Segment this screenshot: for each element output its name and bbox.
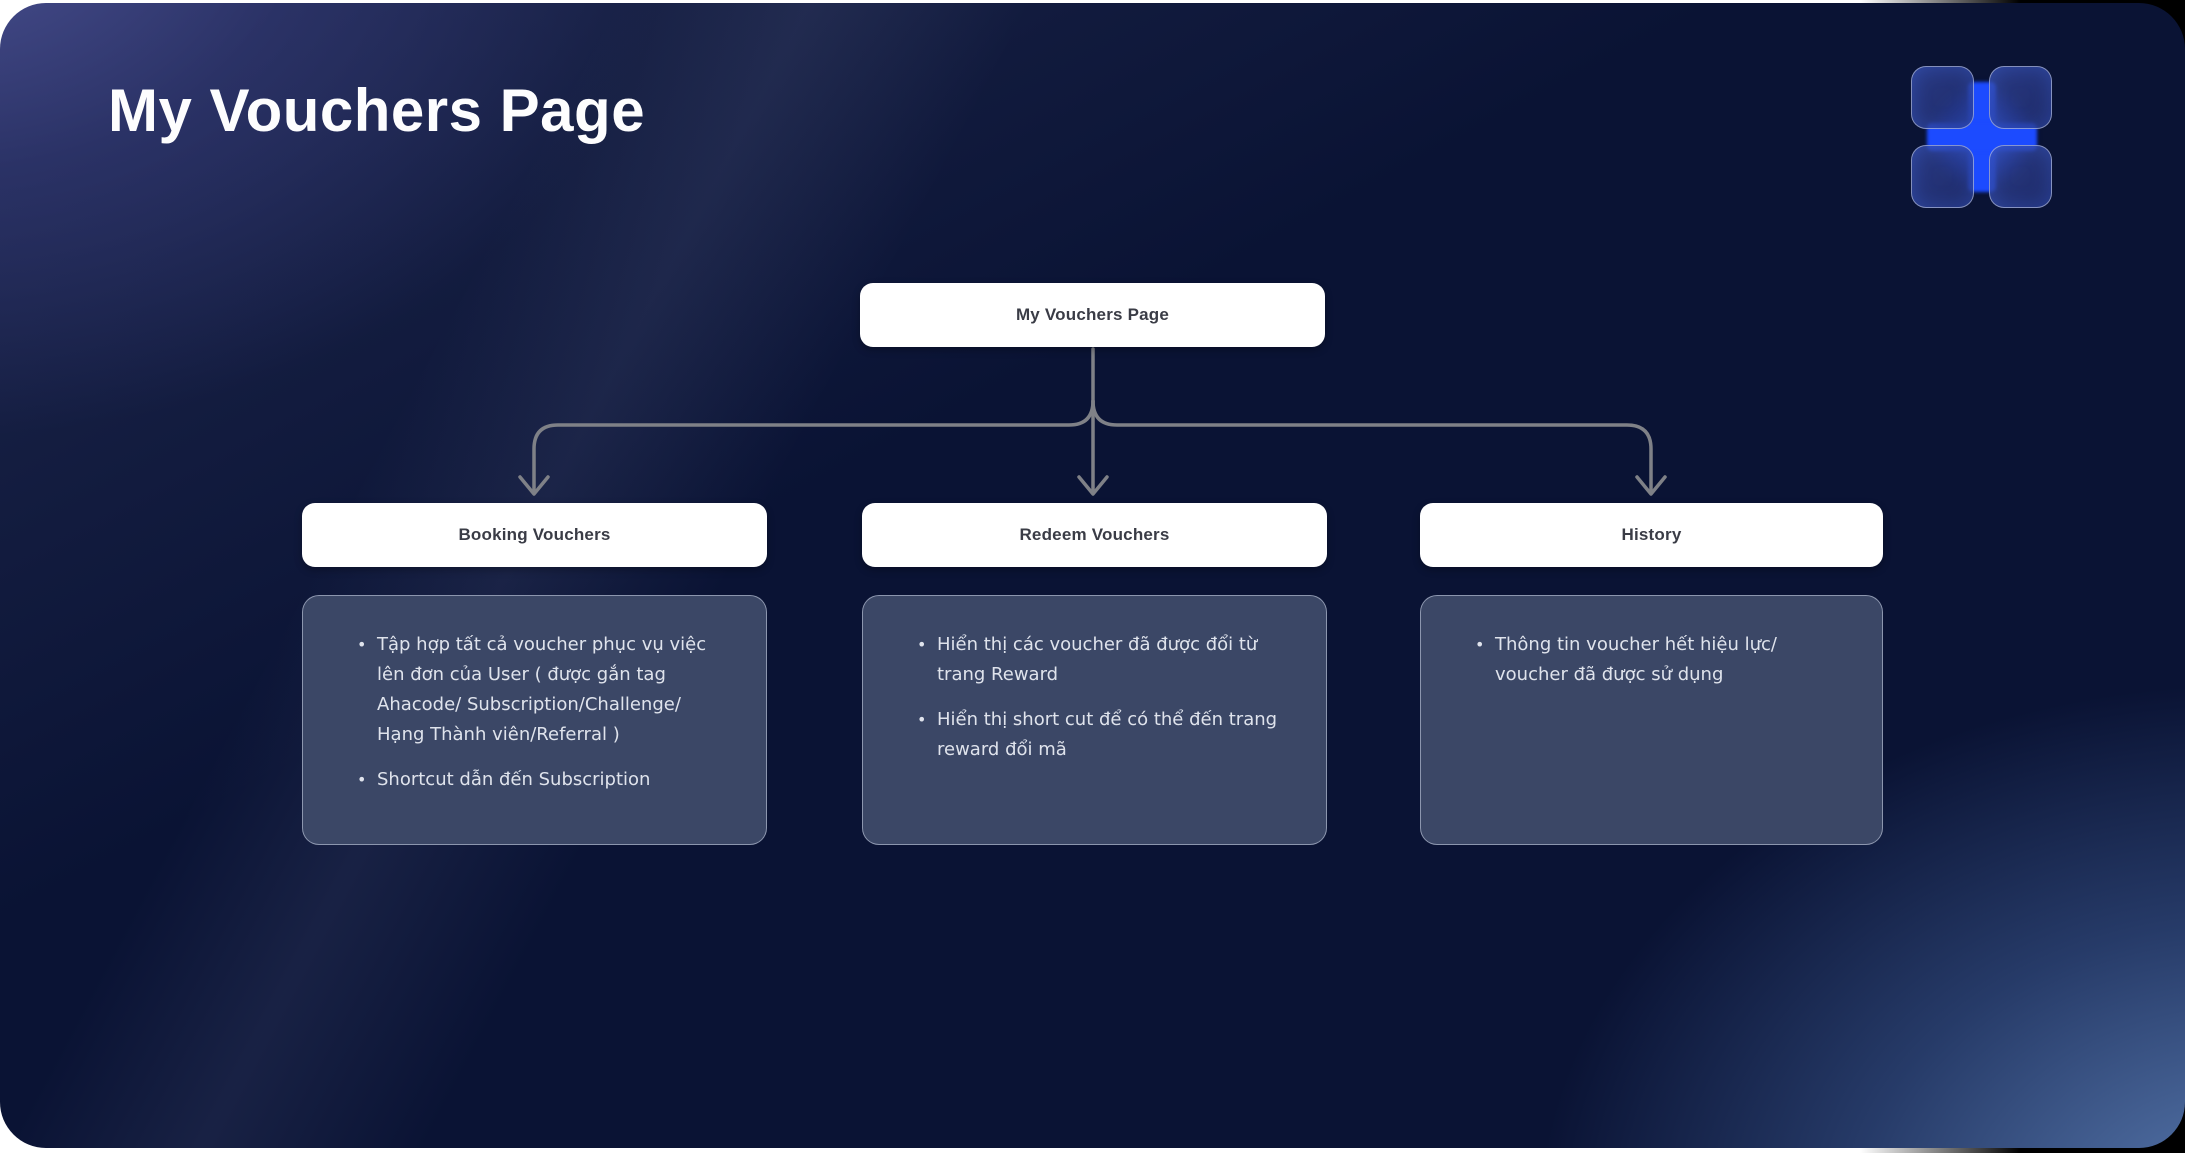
description-history: Thông tin voucher hết hiệu lực/ voucher … [1420,595,1883,845]
arrowhead-left [518,475,550,496]
connector-right-branch [1091,399,1653,493]
connector-left-branch [532,399,1095,493]
node-history: History [1420,503,1883,567]
four-squares-plus-logo-icon [1911,66,2052,208]
connector-lines [518,347,1667,496]
logo-square-top-left [1911,66,1974,129]
node-my-vouchers-page: My Vouchers Page [860,283,1325,347]
bullet-item: Hiển thị short cut để có thể đến trang r… [915,705,1288,765]
node-label: Redeem Vouchers [1019,525,1170,544]
logo-square-bottom-right [1989,145,2052,208]
bullet-item: Tập hợp tất cả voucher phục vụ việc lên … [355,630,728,750]
logo-square-bottom-left [1911,145,1974,208]
bullet-list: Thông tin voucher hết hiệu lực/ voucher … [1473,630,1844,690]
logo-square-top-right [1989,66,2052,129]
bullet-item: Thông tin voucher hết hiệu lực/ voucher … [1473,630,1844,690]
bullet-list: Tập hợp tất cả voucher phục vụ việc lên … [355,630,728,795]
bullet-item: Hiển thị các voucher đã được đổi từ tran… [915,630,1288,690]
slide-card-background: My Vouchers Page My Vouchers Page Bookin… [0,3,2185,1148]
description-booking-vouchers: Tập hợp tất cả voucher phục vụ việc lên … [302,595,767,845]
node-booking-vouchers: Booking Vouchers [302,503,767,567]
node-label: History [1621,525,1682,544]
bullet-list: Hiển thị các voucher đã được đổi từ tran… [915,630,1288,765]
node-label: My Vouchers Page [1015,305,1170,324]
description-redeem-vouchers: Hiển thị các voucher đã được đổi từ tran… [862,595,1327,845]
node-redeem-vouchers: Redeem Vouchers [862,503,1327,567]
node-label: Booking Vouchers [458,525,611,544]
page-title: My Vouchers Page [108,77,646,144]
arrowhead-center [1077,475,1109,496]
arrowhead-right [1635,475,1667,496]
bullet-item: Shortcut dẫn đến Subscription [355,765,728,795]
